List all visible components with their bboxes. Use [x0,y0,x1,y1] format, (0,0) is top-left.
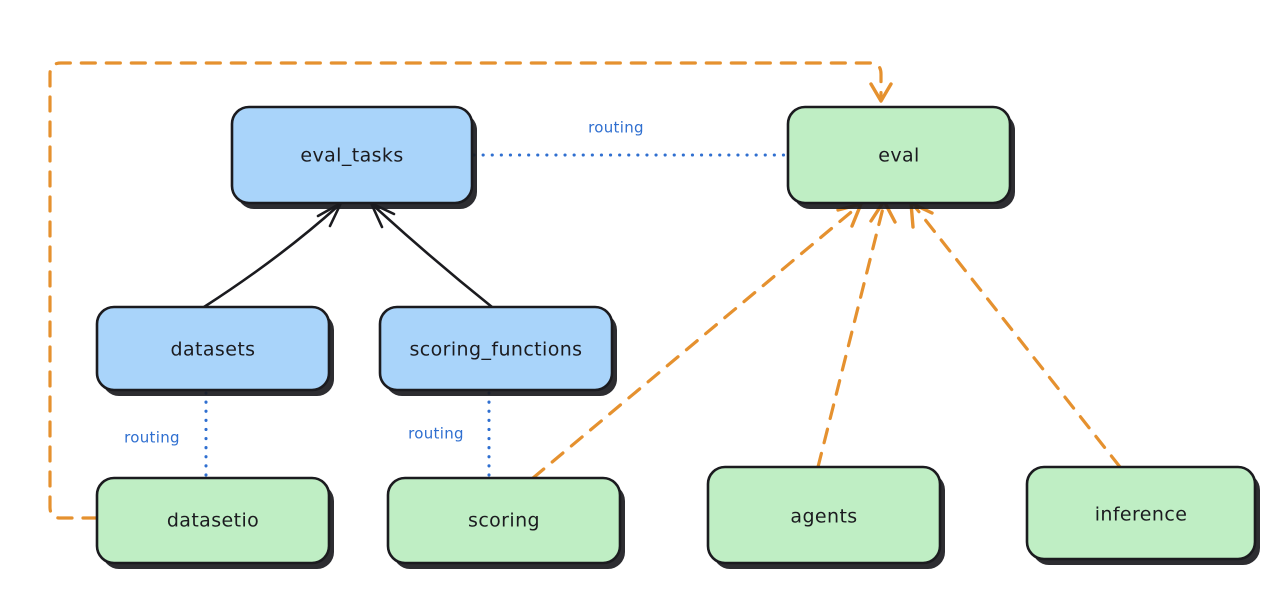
node-eval_tasks[interactable]: eval_tasks [230,105,477,209]
node-datasetio-label: datasetio [167,510,259,532]
edge-datasetio-to-eval[interactable] [48,61,893,520]
node-scoring_functions[interactable]: scoring_functions [378,305,617,396]
edge-label-routing-datasetio: routing [124,429,180,447]
node-inference[interactable]: inference [1025,465,1260,565]
solid-edges-group [202,201,494,309]
node-datasets-label: datasets [171,339,256,361]
node-eval-label: eval [878,145,919,167]
edge-datasets-to-datasetio[interactable]: routing [124,391,208,478]
node-scoring_functions-label: scoring_functions [410,339,583,361]
node-agents-label: agents [790,506,857,528]
edge-agents-to-eval[interactable] [816,199,897,469]
node-inference-body [1025,465,1257,561]
node-scoring-label: scoring [468,510,540,532]
node-scoring[interactable]: scoring [386,476,625,569]
node-datasetio[interactable]: datasetio [95,476,334,569]
node-datasets-body [95,305,331,392]
edge-label-routing-eval: routing [588,119,644,137]
edge-datasets-to-eval_tasks[interactable] [202,201,343,309]
edge-label-routing-scoring: routing [408,425,464,443]
node-agents[interactable]: agents [706,465,945,569]
edge-scoring_functions-to-scoring[interactable]: routing [408,391,491,478]
edge-inference-to-eval[interactable] [909,201,1122,469]
edge-scoring_functions-to-eval_tasks[interactable] [369,201,494,309]
node-scoring-body [386,476,622,565]
node-eval[interactable]: eval [786,105,1015,209]
node-datasetio-body [95,476,331,565]
edge-eval_tasks-to-eval[interactable]: routing [472,119,788,157]
node-inference-label: inference [1095,504,1188,526]
routing-edges-group: routing routing routing [124,119,788,478]
node-agents-body [706,465,942,565]
node-scoring_functions-body [378,305,614,392]
node-eval_tasks-body [230,105,474,205]
node-datasets[interactable]: datasets [95,305,334,396]
node-eval_tasks-label: eval_tasks [300,145,403,167]
node-eval-body [786,105,1012,205]
